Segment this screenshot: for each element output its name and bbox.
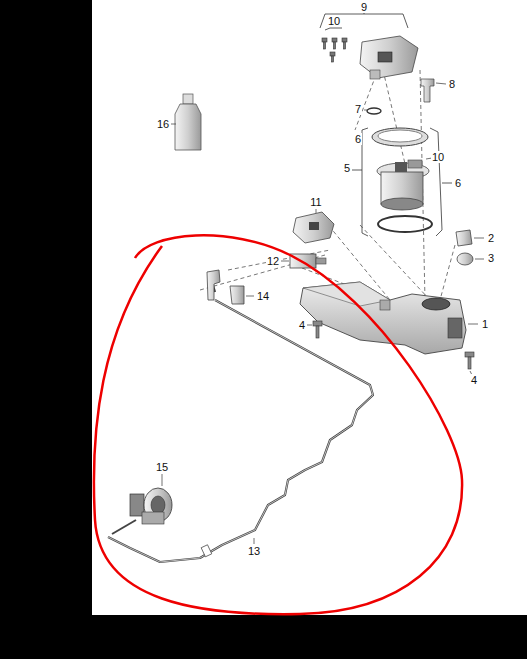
hose-clip bbox=[367, 108, 381, 114]
pump bbox=[112, 488, 172, 534]
callout-number: 7 bbox=[354, 103, 362, 115]
callout-number: 15 bbox=[155, 461, 169, 473]
screw bbox=[322, 38, 347, 62]
callout-number: 16 bbox=[156, 118, 170, 130]
pump-module bbox=[377, 160, 429, 210]
reservoir-tank bbox=[300, 282, 466, 354]
callout-number: 2 bbox=[487, 232, 495, 244]
callout-number: 10 bbox=[327, 15, 341, 27]
callout-number: 6 bbox=[454, 177, 462, 189]
assembly-line bbox=[200, 70, 455, 300]
red-markup-loop bbox=[94, 235, 462, 614]
callout-number: 10 bbox=[431, 151, 445, 163]
callout-number: 14 bbox=[256, 290, 270, 302]
sensor-bracket bbox=[293, 212, 334, 243]
callout-number: 4 bbox=[298, 319, 306, 331]
callout-number: 4 bbox=[470, 374, 478, 386]
callout-number: 3 bbox=[487, 252, 495, 264]
callout-number: 1 bbox=[481, 318, 489, 330]
callout-number: 13 bbox=[247, 545, 261, 557]
bracket bbox=[320, 14, 408, 28]
callout-number: 6 bbox=[354, 133, 362, 145]
valve-block bbox=[360, 36, 418, 79]
seal-ring bbox=[378, 216, 432, 232]
callout-number: 8 bbox=[448, 78, 456, 90]
plug bbox=[457, 253, 473, 265]
pipe bbox=[108, 270, 373, 562]
callout-number: 12 bbox=[266, 255, 280, 267]
callout-number: 11 bbox=[309, 196, 322, 208]
lock-ring bbox=[372, 128, 428, 146]
bottle bbox=[175, 94, 201, 150]
elbow-fitting bbox=[421, 79, 434, 102]
cap bbox=[456, 230, 472, 246]
callout-number: 5 bbox=[343, 162, 351, 174]
callout-number: 9 bbox=[360, 1, 368, 13]
